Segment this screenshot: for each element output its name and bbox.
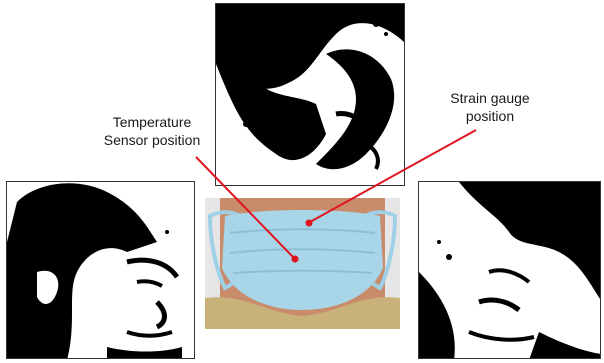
strain-label-line2: position [420,107,560,125]
strain-label-line1: Strain gauge [420,89,560,107]
face-left-image [6,181,195,359]
temperature-label-line2: Sensor position [84,131,220,149]
strain-gauge-label: Strain gauge position [420,89,560,125]
temperature-label-line1: Temperature [84,113,220,131]
masked-face-photo [205,198,400,329]
temperature-sensor-label: Temperature Sensor position [84,113,220,149]
face-top-image [215,3,405,186]
face-right-image [418,181,601,359]
